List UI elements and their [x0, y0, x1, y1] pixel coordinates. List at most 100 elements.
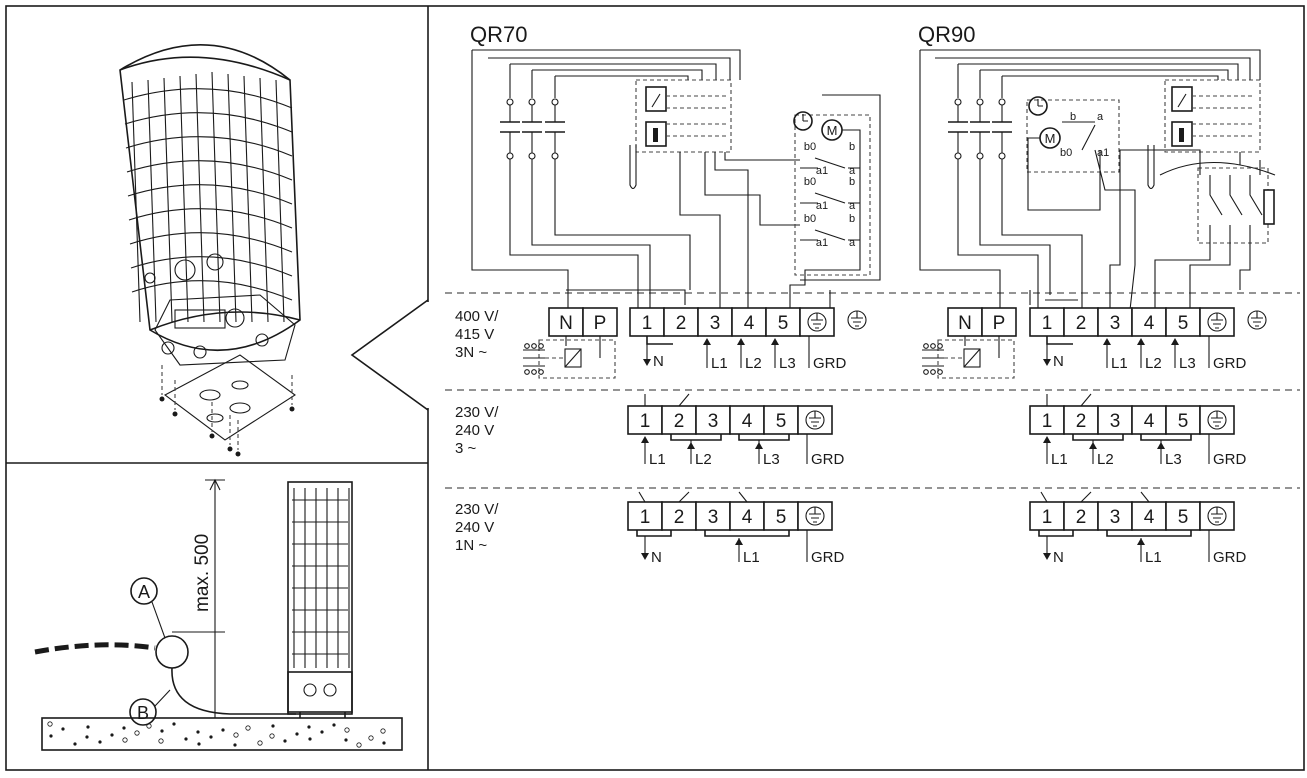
arrow-down-icon	[1043, 359, 1051, 366]
arrow-down-icon	[643, 359, 651, 366]
phase-label: L2	[745, 355, 762, 372]
floor-grain	[197, 742, 201, 746]
arrow-up-icon	[1157, 442, 1165, 449]
qr70-timer-clock-icon	[793, 111, 813, 131]
floor-grain	[283, 739, 287, 743]
bridge	[1046, 336, 1073, 345]
cage-ring	[124, 112, 293, 133]
arrow-up-icon	[735, 538, 743, 545]
relay-label-a1: a1	[816, 237, 828, 249]
cage-ring	[123, 88, 293, 109]
phase-label: L1	[1051, 451, 1068, 468]
screw	[227, 446, 233, 452]
terminal-ground-cell	[1199, 307, 1235, 337]
grd-label: GRD	[1213, 549, 1247, 566]
floor-grain	[307, 725, 311, 729]
heater-cable	[171, 667, 296, 715]
cage-bar	[275, 79, 285, 323]
cage-ring	[126, 160, 293, 181]
terminal-number: 5	[1178, 507, 1189, 528]
callout-pointer	[350, 299, 429, 411]
cage-bar	[131, 81, 141, 323]
floor-grain	[320, 730, 324, 734]
qr70-timer-box	[794, 114, 871, 276]
relay-diag	[963, 348, 981, 368]
floor-grain	[356, 742, 362, 748]
terminal-cell	[1165, 405, 1201, 435]
floor-grain	[233, 743, 237, 747]
bridge-2-3	[1072, 434, 1124, 441]
row3-voltage-b: 240 V	[455, 519, 494, 536]
cage-ring	[125, 136, 293, 157]
ground-lines	[811, 313, 823, 329]
arrow-up-icon	[755, 442, 763, 449]
phase-label: L1	[1145, 549, 1162, 566]
terminal-number: 2	[676, 313, 687, 334]
terminal-number: 4	[1144, 411, 1155, 432]
cage-bar	[259, 77, 269, 323]
ground-lines	[1251, 311, 1263, 327]
label-b: B	[137, 703, 149, 723]
junction-box	[155, 635, 189, 669]
terminal-number: 3	[1110, 313, 1121, 334]
terminal-ground-cell	[1199, 501, 1235, 531]
row3-voltage-c: 1N ~	[455, 537, 487, 554]
terminal-cell	[1063, 405, 1099, 435]
terminal-number: 1	[1042, 507, 1053, 528]
label-n: N	[651, 549, 662, 566]
relay-contacts	[523, 349, 545, 367]
terminal-cell	[765, 307, 801, 337]
terminal-n: N	[559, 313, 573, 334]
ground-lines	[851, 311, 863, 327]
bridge-1-2	[636, 530, 672, 537]
terminal-number: 2	[1076, 507, 1087, 528]
terminal-p: P	[594, 313, 607, 334]
arrow-up-icon	[1103, 338, 1111, 345]
arrow-up-icon	[1089, 442, 1097, 449]
contact-dot	[538, 343, 544, 349]
terminal-ground-cell	[1199, 405, 1235, 435]
row1-voltage-c: 3N ~	[455, 344, 487, 361]
cage-bar	[163, 77, 173, 323]
arrow-up-icon	[703, 338, 711, 345]
floor-grain	[122, 737, 128, 743]
relay-label-b: b	[849, 213, 855, 225]
max-distance-label: max. 500	[192, 534, 213, 612]
relay-coil	[564, 348, 582, 368]
floor-grain	[271, 724, 275, 728]
terminal-number: 5	[776, 507, 787, 528]
grd-label: GRD	[811, 451, 845, 468]
terminal-number: 2	[674, 411, 685, 432]
terminal-ground-cell	[797, 501, 833, 531]
contact-dot	[524, 343, 530, 349]
label-n: N	[1053, 549, 1064, 566]
phase-label: L1	[649, 451, 666, 468]
relay-label-a1: a1	[816, 200, 828, 212]
qr90-contactor-box	[1197, 167, 1269, 244]
relay-label-b: b	[849, 176, 855, 188]
terminal-number: 3	[1110, 411, 1121, 432]
label-n: N	[1053, 353, 1064, 370]
screw	[289, 406, 295, 412]
floor-grain	[86, 725, 90, 729]
contact-dot	[937, 369, 943, 375]
phase-label: L3	[1179, 355, 1196, 372]
top-link	[638, 491, 748, 503]
arrow-down-icon	[1043, 553, 1051, 560]
cage-ring	[130, 256, 293, 277]
bridge-3-5	[1106, 530, 1192, 537]
qr90-timer-box	[1026, 99, 1120, 173]
terminal-cell	[661, 501, 697, 531]
floor-grain	[245, 725, 251, 731]
row1-voltage-a: 400 V/	[455, 308, 499, 325]
cage-bar	[211, 71, 221, 323]
qr90-schematic: M b a b0 a1	[919, 49, 1276, 311]
row2-voltage-b: 240 V	[455, 422, 494, 439]
contact-dot	[538, 369, 544, 375]
floor-grain	[257, 740, 263, 746]
